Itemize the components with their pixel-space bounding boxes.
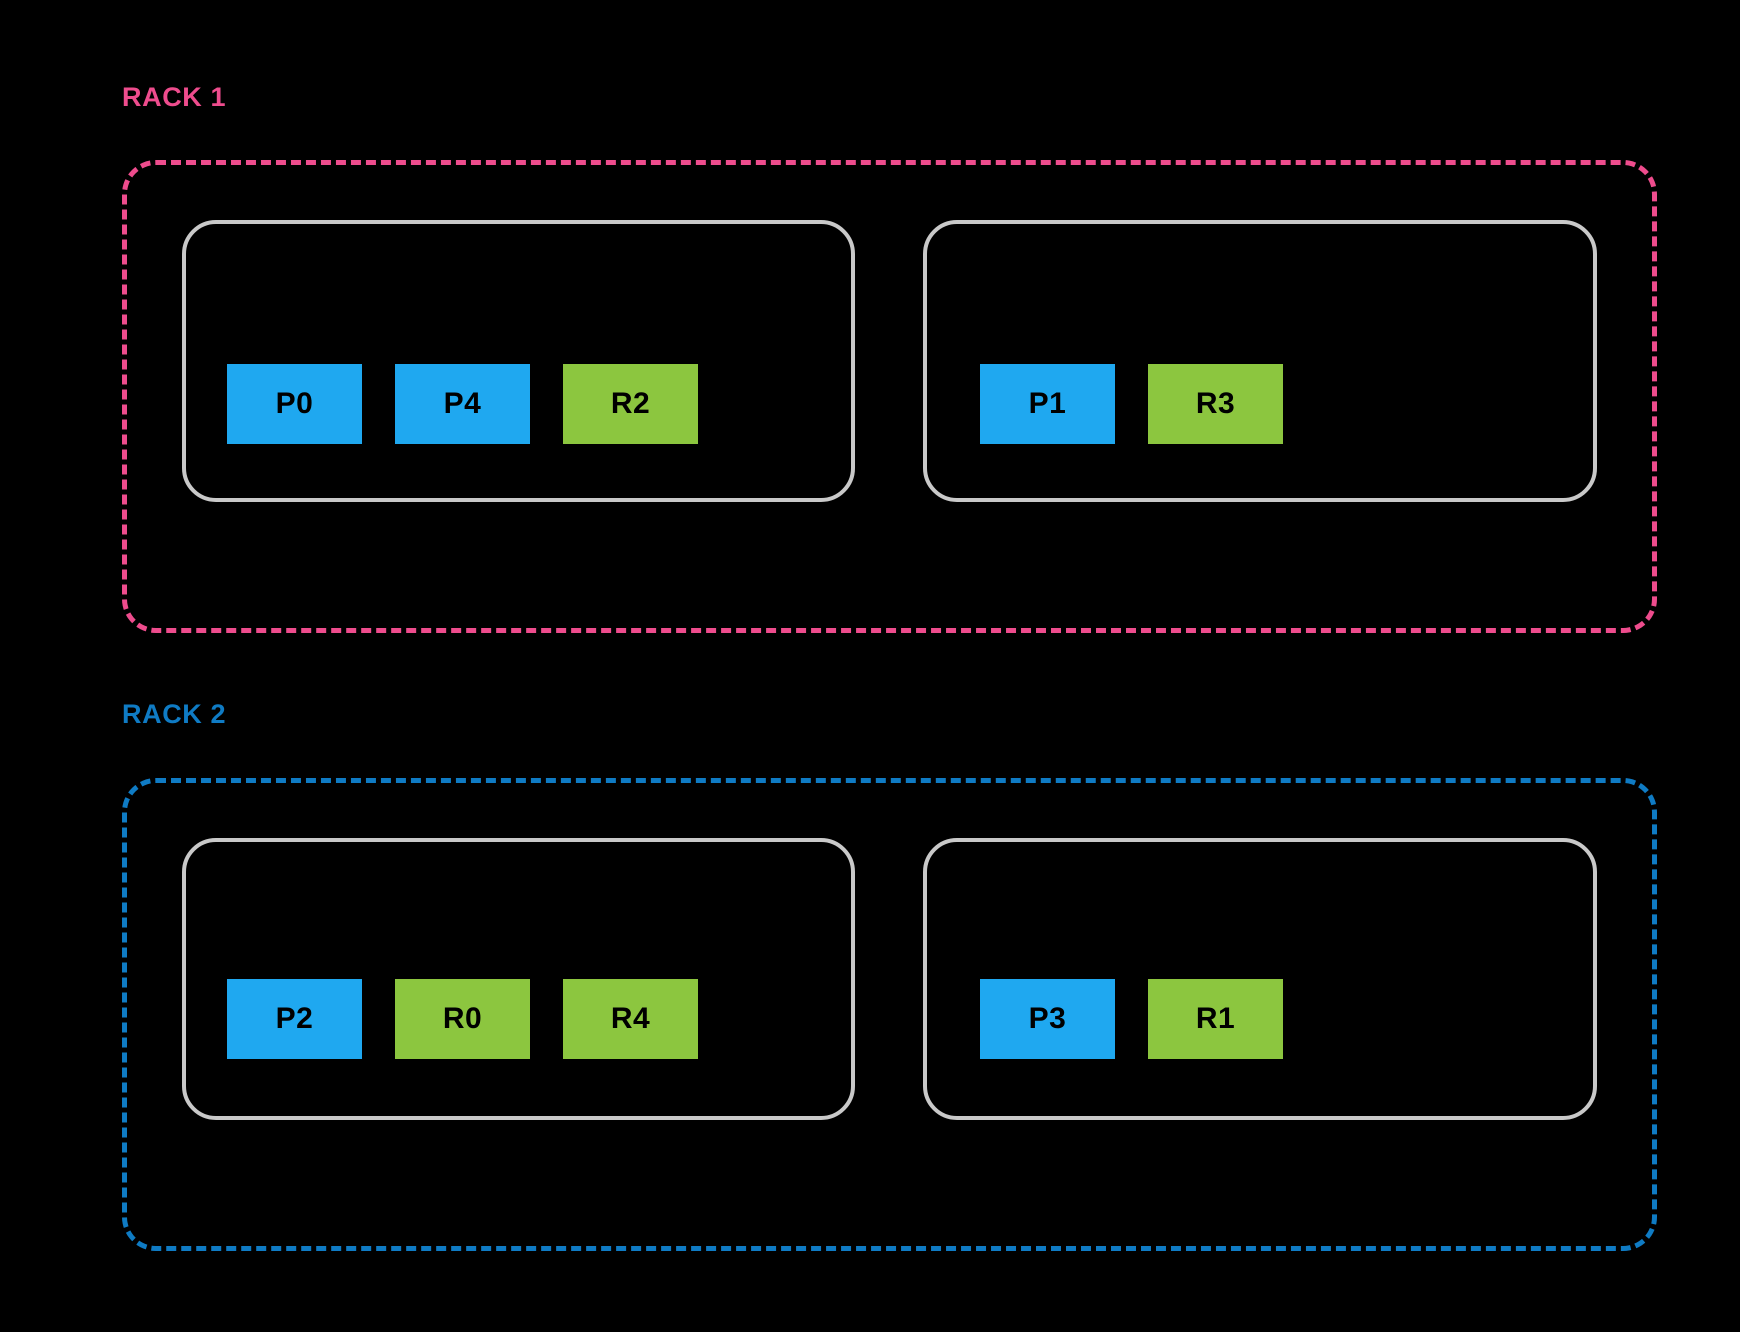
rack-2-label: RACK 2 (122, 699, 227, 729)
rack-2-node-1 (182, 838, 855, 1120)
block-r0[interactable]: R0 (395, 979, 530, 1059)
block-r4[interactable]: R4 (563, 979, 698, 1059)
rack-1-node-1 (182, 220, 855, 502)
rack-2-node-2 (923, 838, 1597, 1120)
block-p1[interactable]: P1 (980, 364, 1115, 444)
rack-2-node-2-blocks: P3 R1 (980, 979, 1283, 1059)
rack-2-boundary (122, 778, 1657, 1251)
block-r3[interactable]: R3 (1148, 364, 1283, 444)
rack-1-node-2 (923, 220, 1597, 502)
block-p4[interactable]: P4 (395, 364, 530, 444)
rack-1-node-2-blocks: P1 R3 (980, 364, 1283, 444)
block-p2[interactable]: P2 (227, 979, 362, 1059)
block-r2[interactable]: R2 (563, 364, 698, 444)
block-p3[interactable]: P3 (980, 979, 1115, 1059)
rack-2-node-1-blocks: P2 R0 R4 (227, 979, 698, 1059)
block-r1[interactable]: R1 (1148, 979, 1283, 1059)
block-p0[interactable]: P0 (227, 364, 362, 444)
rack-1-node-1-blocks: P0 P4 R2 (227, 364, 698, 444)
rack-1-label: RACK 1 (122, 82, 227, 112)
rack-1-boundary (122, 160, 1657, 633)
